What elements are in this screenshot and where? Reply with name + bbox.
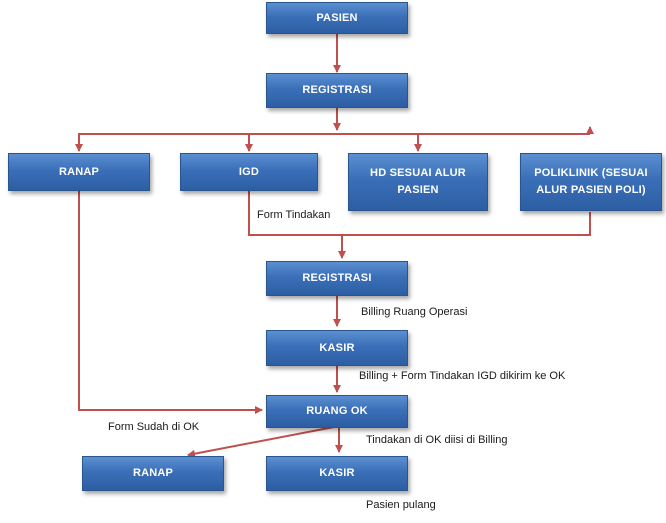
label-tindakan-di-ok: Tindakan di OK diisi di Billing xyxy=(366,434,508,446)
label-pasien-pulang: Pasien pulang xyxy=(366,499,436,511)
registrasi-ok-box: REGISTRASI xyxy=(266,261,408,296)
kasir-box: KASIR xyxy=(266,330,408,366)
merge-poli xyxy=(342,212,591,236)
label-billing-form-igd: Billing + Form Tindakan IGD dikirim ke O… xyxy=(359,370,566,382)
hd-box: HD SESUAI ALUR PASIEN xyxy=(348,153,488,211)
ranap-post-ok-box: RANAP xyxy=(82,456,224,491)
kasir-post-ok-box: KASIR xyxy=(266,456,408,491)
arrow-ranap-ruangok xyxy=(78,191,263,414)
label-form-tindakan: Form Tindakan xyxy=(257,209,331,221)
pasien-box: PASIEN xyxy=(266,2,408,34)
arrow-ruangok-ranap xyxy=(187,426,335,458)
poliklinik-box: POLIKLINIK (SESUAI ALUR PASIEN POLI) xyxy=(520,153,662,211)
igd-box: IGD xyxy=(180,153,318,191)
ranap-box: RANAP xyxy=(8,153,150,191)
merge-igd xyxy=(248,191,342,236)
label-billing-ruang-operasi: Billing Ruang Operasi xyxy=(361,306,468,318)
label-form-sudah-di-ok: Form Sudah di OK xyxy=(108,421,200,433)
registrasi-box: REGISTRASI xyxy=(266,73,408,108)
ruang-ok-box: RUANG OK xyxy=(266,395,408,428)
